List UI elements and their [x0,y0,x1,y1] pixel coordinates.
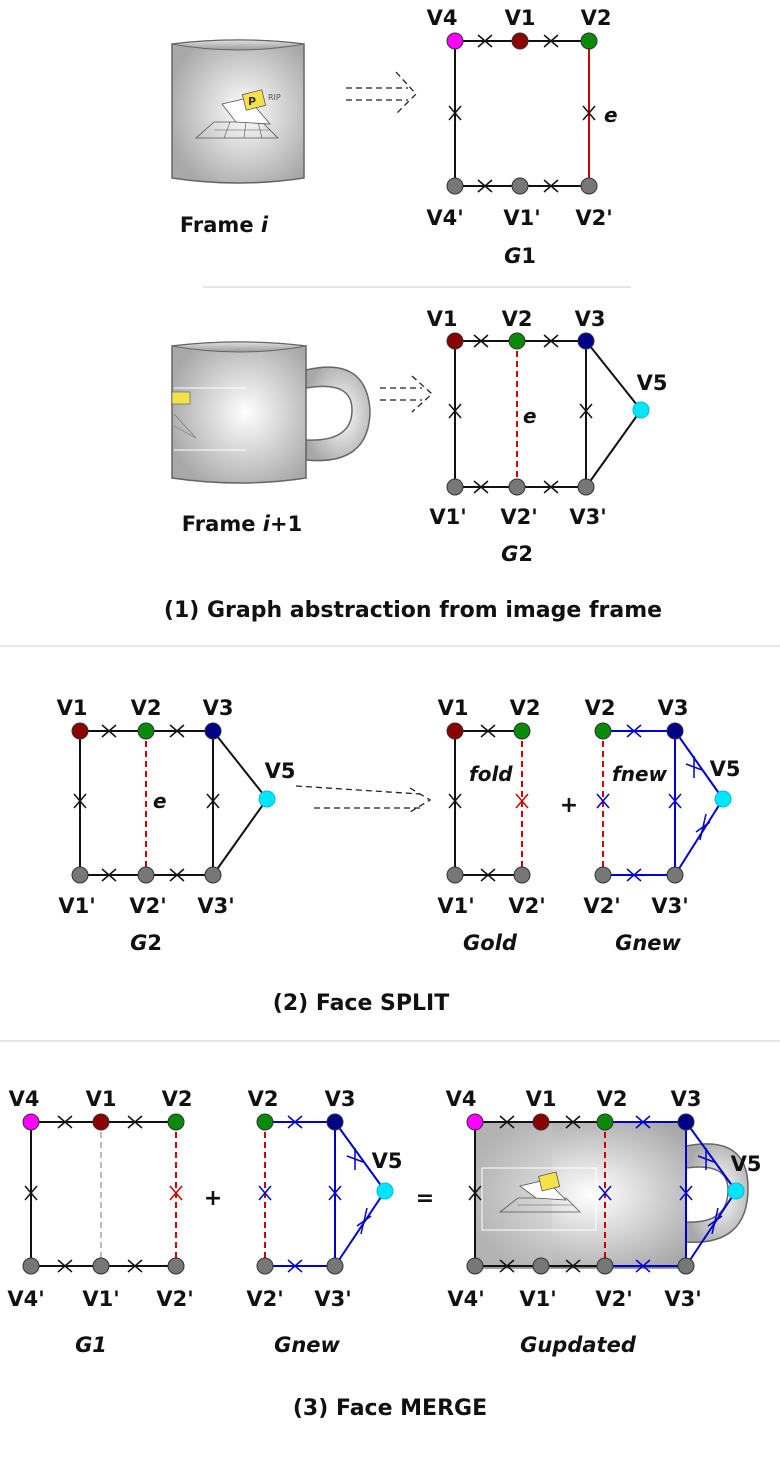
label-v3-prime: V3' [197,894,234,918]
graph-g-updated [466,1113,749,1275]
mug-logo-rip: RIP [268,93,281,102]
label-v4: V4 [427,6,458,30]
caption-section-3: (3) Face MERGE [293,1396,487,1421]
label-v2: V2 [248,1087,279,1111]
label-v1: V1 [86,1087,117,1111]
label-g-old: Gold [463,931,518,955]
plus-sign: + [560,793,578,818]
label-v2: V2 [581,6,612,30]
label-v1-prime: V1' [437,894,474,918]
label-v3: V3 [575,307,606,331]
label-edge-e: e [153,789,167,813]
g2-italic: G [501,542,518,566]
label-v2-prime: V2' [156,1287,193,1311]
label-v2-prime: V2' [129,894,166,918]
mug-frame-i1 [171,341,371,484]
label-v1-prime: V1' [429,505,466,529]
dashed-arrow-3 [295,785,432,813]
label-v1: V1 [427,307,458,331]
label-v5: V5 [265,759,296,783]
label-v4-prime: V4' [447,1287,484,1311]
g2-italic: G [130,931,147,955]
mug-logo-p: P [248,95,256,108]
label-v3-prime: V3' [664,1287,701,1311]
label-v3-prime: V3' [651,894,688,918]
mug-logo: P RIP [194,89,281,139]
label-f-old: fold [469,762,513,786]
label-v4-prime: V4' [426,206,463,230]
g1-num: 1 [521,244,536,268]
label-v1: V1 [505,6,536,30]
label-v2: V2 [585,696,616,720]
label-g2: G2 [501,542,533,566]
g2-num: 2 [518,542,533,566]
label-v3: V3 [658,696,689,720]
label-g-new: Gnew [274,1333,340,1357]
label-v4: V4 [9,1087,40,1111]
label-v2-prime: V2' [500,505,537,529]
label-edge-e: e [604,103,618,127]
label-g2: G2 [130,931,162,955]
equals-sign: = [416,1186,434,1211]
label-v5: V5 [731,1152,762,1176]
label-v1: V1 [57,696,88,720]
frame-i-prefix: Frame [180,213,261,237]
label-v1-prime: V1' [519,1287,556,1311]
label-v2: V2 [510,696,541,720]
dashed-arrow-2 [380,375,433,413]
label-g1: G1 [75,1333,107,1357]
label-v5: V5 [637,371,668,395]
graph-g1-merge [22,1113,185,1275]
graph-g-new-split [594,722,732,884]
label-v3: V3 [203,696,234,720]
label-v1-prime: V1' [58,894,95,918]
label-v4: V4 [446,1087,477,1111]
label-v3: V3 [671,1087,702,1111]
frame-i1-suffix: +1 [270,512,302,536]
label-v2-prime: V2' [246,1287,283,1311]
label-f-new: fnew [612,762,668,786]
label-v2-prime: V2' [595,1287,632,1311]
label-v5: V5 [710,757,741,781]
frame-i1-prefix: Frame [182,512,263,536]
label-v2-prime: V2' [575,206,612,230]
g2-num: 2 [147,931,162,955]
graph-g-old [446,722,531,884]
graph-g2-top [446,332,650,496]
label-v3-prime: V3' [314,1287,351,1311]
label-v2: V2 [597,1087,628,1111]
label-v1-prime: V1' [503,206,540,230]
caption-section-2: (2) Face SPLIT [273,991,449,1016]
label-frame-i: Frame i [180,213,269,237]
caption-section-1: (1) Graph abstraction from image frame [164,598,662,623]
label-g1: G1 [504,244,536,268]
label-v1: V1 [438,696,469,720]
graph-g2-split [71,722,276,884]
label-g-updated: Gupdated [520,1333,637,1357]
label-v4-prime: V4' [7,1287,44,1311]
label-v2: V2 [131,696,162,720]
graph-g1-top [446,32,598,195]
label-v3-prime: V3' [569,505,606,529]
label-v2: V2 [502,307,533,331]
frame-i-var: i [261,213,269,237]
label-frame-i1: Frame i+1 [182,512,302,536]
label-v1-prime: V1' [82,1287,119,1311]
mug-frame-i: P RIP [171,39,305,184]
frame-i1-var: i [263,512,271,536]
dashed-arrow-1 [346,71,417,115]
label-v2-prime: V2' [508,894,545,918]
label-v2: V2 [162,1087,193,1111]
label-g-new: Gnew [615,931,681,955]
label-edge-e: e [523,404,537,428]
graph-g-new-merge [256,1113,394,1275]
label-v5: V5 [372,1149,403,1173]
plus-sign: + [204,1186,222,1211]
label-v3: V3 [325,1087,356,1111]
g1-italic: G [504,244,521,268]
label-v2-prime: V2' [583,894,620,918]
label-v1: V1 [526,1087,557,1111]
